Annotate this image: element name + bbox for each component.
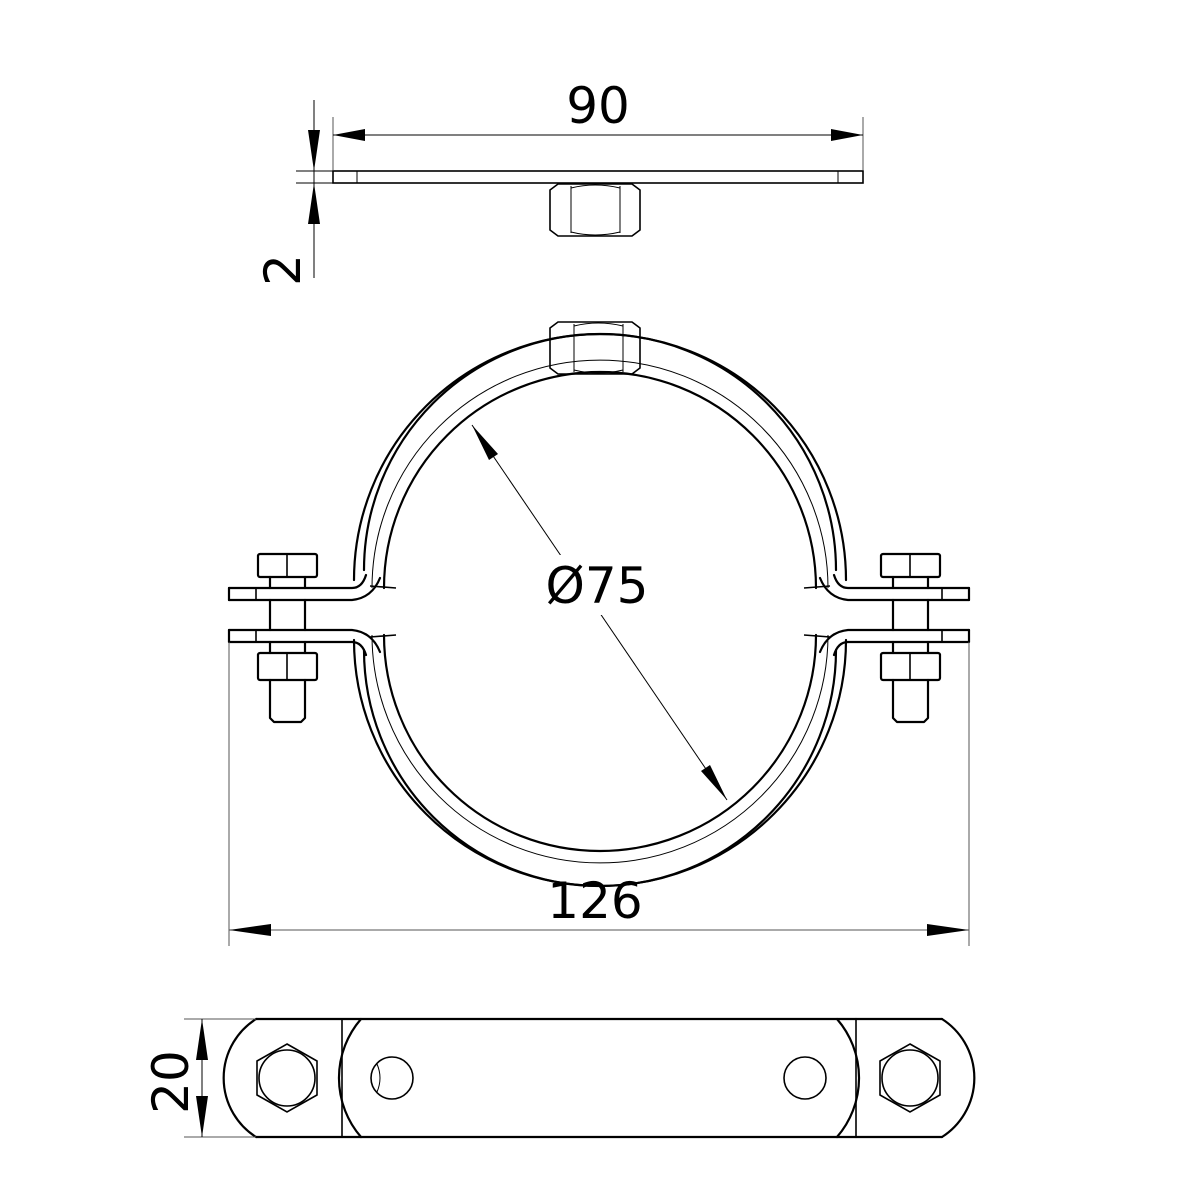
dimension-plate-width: 90	[332, 77, 864, 170]
hex-nut-top-icon	[549, 183, 641, 237]
bolt-right-icon	[879, 552, 942, 724]
dimension-label-90: 90	[566, 77, 630, 135]
right-flange	[818, 573, 971, 657]
dimension-label-20: 20	[142, 1050, 200, 1114]
front-view: Ø75 126	[227, 321, 971, 946]
clamp-lower-half	[352, 585, 848, 888]
hole-right-icon	[783, 1056, 827, 1100]
bolt-left-icon	[256, 552, 319, 724]
hex-bolt-bottom-right-icon	[879, 1043, 941, 1113]
plate-outline	[332, 170, 864, 184]
dimension-label-126: 126	[547, 872, 642, 930]
dimension-label-diameter: Ø75	[546, 557, 649, 615]
top-view: 90 2	[254, 77, 864, 286]
dimension-plate-thickness: 2	[254, 100, 333, 286]
dimension-pipe-diameter: Ø75	[471, 424, 728, 801]
left-flange	[227, 573, 382, 657]
dimension-band-width: 20	[142, 1018, 256, 1138]
dimension-overall-width: 126	[228, 642, 970, 946]
clamp-upper-half	[352, 332, 848, 590]
hex-bolt-bottom-left-icon	[256, 1043, 318, 1113]
dimension-label-2: 2	[254, 254, 312, 286]
hex-nut-front-icon	[549, 321, 641, 375]
bottom-view: 20	[142, 1017, 976, 1139]
hole-left-icon	[370, 1056, 414, 1100]
